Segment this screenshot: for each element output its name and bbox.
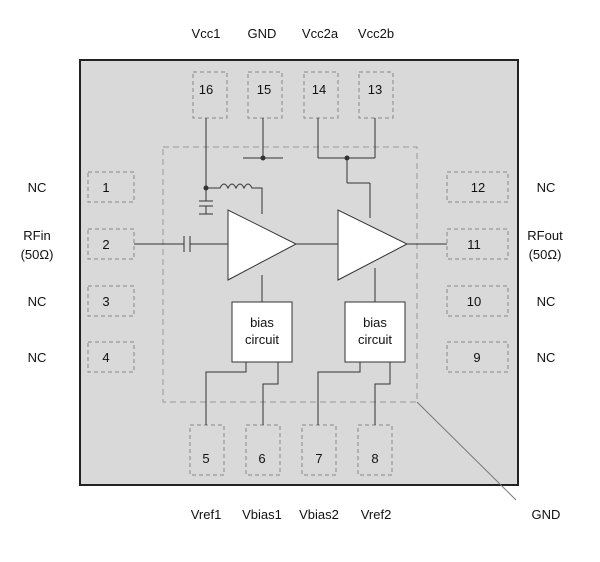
- pin-12-number: 12: [471, 180, 485, 195]
- package-body: [79, 59, 519, 486]
- label-nc-pin4: NC: [28, 350, 47, 365]
- gnd-callout-line: [416, 401, 517, 501]
- pin-3-number: 3: [102, 294, 109, 309]
- amplifier-stage-2: [337, 209, 409, 281]
- pin-9-pad: [446, 341, 509, 373]
- pin-7-number: 7: [315, 451, 322, 466]
- label-vcc2a: Vcc2a: [302, 26, 339, 41]
- pin-4-pad: [87, 341, 135, 373]
- label-nc-pin1: NC: [28, 180, 47, 195]
- label-vcc1: Vcc1: [192, 26, 221, 41]
- pin-12-pad: [446, 171, 509, 203]
- label-nc-pin10: NC: [537, 294, 556, 309]
- pin-6-number: 6: [258, 451, 265, 466]
- junction-dot: [203, 185, 209, 191]
- label-rfin-impedance: (50Ω): [21, 247, 54, 262]
- bias-circuit-2-line2: circuit: [358, 332, 392, 347]
- junction-dot: [260, 155, 266, 161]
- bias-circuit-2-line1: bias: [363, 315, 387, 330]
- pin-5-number: 5: [202, 451, 209, 466]
- bias-circuit-2-box: [344, 301, 406, 363]
- pin-15-number: 15: [257, 82, 271, 97]
- pin-10-number: 10: [467, 294, 481, 309]
- wiring: [134, 118, 447, 425]
- pin-1-number: 1: [102, 180, 109, 195]
- label-gnd-paddle: GND: [532, 507, 561, 522]
- label-rfin: RFin: [23, 228, 50, 243]
- pin-16-pad: [192, 71, 228, 119]
- pin-14-pad: [303, 71, 339, 119]
- pin-9-number: 9: [473, 350, 480, 365]
- pin-16-number: 16: [199, 82, 213, 97]
- junction-dot: [344, 155, 350, 161]
- label-nc-pin12: NC: [537, 180, 556, 195]
- pin-15-pad: [247, 71, 283, 119]
- pin-4-number: 4: [102, 350, 109, 365]
- pin-14-number: 14: [312, 82, 326, 97]
- amplifier-stage-1: [227, 209, 298, 281]
- label-rfout: RFout: [527, 228, 563, 243]
- pin-11-pad: [446, 228, 509, 260]
- pin-13-pad: [358, 71, 394, 119]
- label-gnd-top: GND: [248, 26, 277, 41]
- label-vbias1: Vbias1: [242, 507, 282, 522]
- pin-8-number: 8: [371, 451, 378, 466]
- bias-circuit-1-line1: bias: [250, 315, 274, 330]
- pin-13-number: 13: [368, 82, 382, 97]
- pin-2-number: 2: [102, 237, 109, 252]
- label-vref2: Vref2: [361, 507, 392, 522]
- pin-5-pad: [189, 424, 225, 476]
- pin-2-pad: [87, 228, 135, 260]
- bias-circuit-1-line2: circuit: [245, 332, 279, 347]
- label-vbias2: Vbias2: [299, 507, 339, 522]
- label-rfout-impedance: (50Ω): [529, 247, 562, 262]
- bias-circuit-1-box: [231, 301, 293, 363]
- pin-3-pad: [87, 285, 135, 317]
- die-outline: [162, 146, 418, 403]
- pin-1-pad: [87, 171, 135, 203]
- label-nc-pin3: NC: [28, 294, 47, 309]
- pin-11-number: 11: [467, 237, 481, 252]
- label-vcc2b: Vcc2b: [358, 26, 394, 41]
- label-vref1: Vref1: [191, 507, 222, 522]
- pin-7-pad: [301, 424, 337, 476]
- pin-10-pad: [446, 285, 509, 317]
- label-nc-pin9: NC: [537, 350, 556, 365]
